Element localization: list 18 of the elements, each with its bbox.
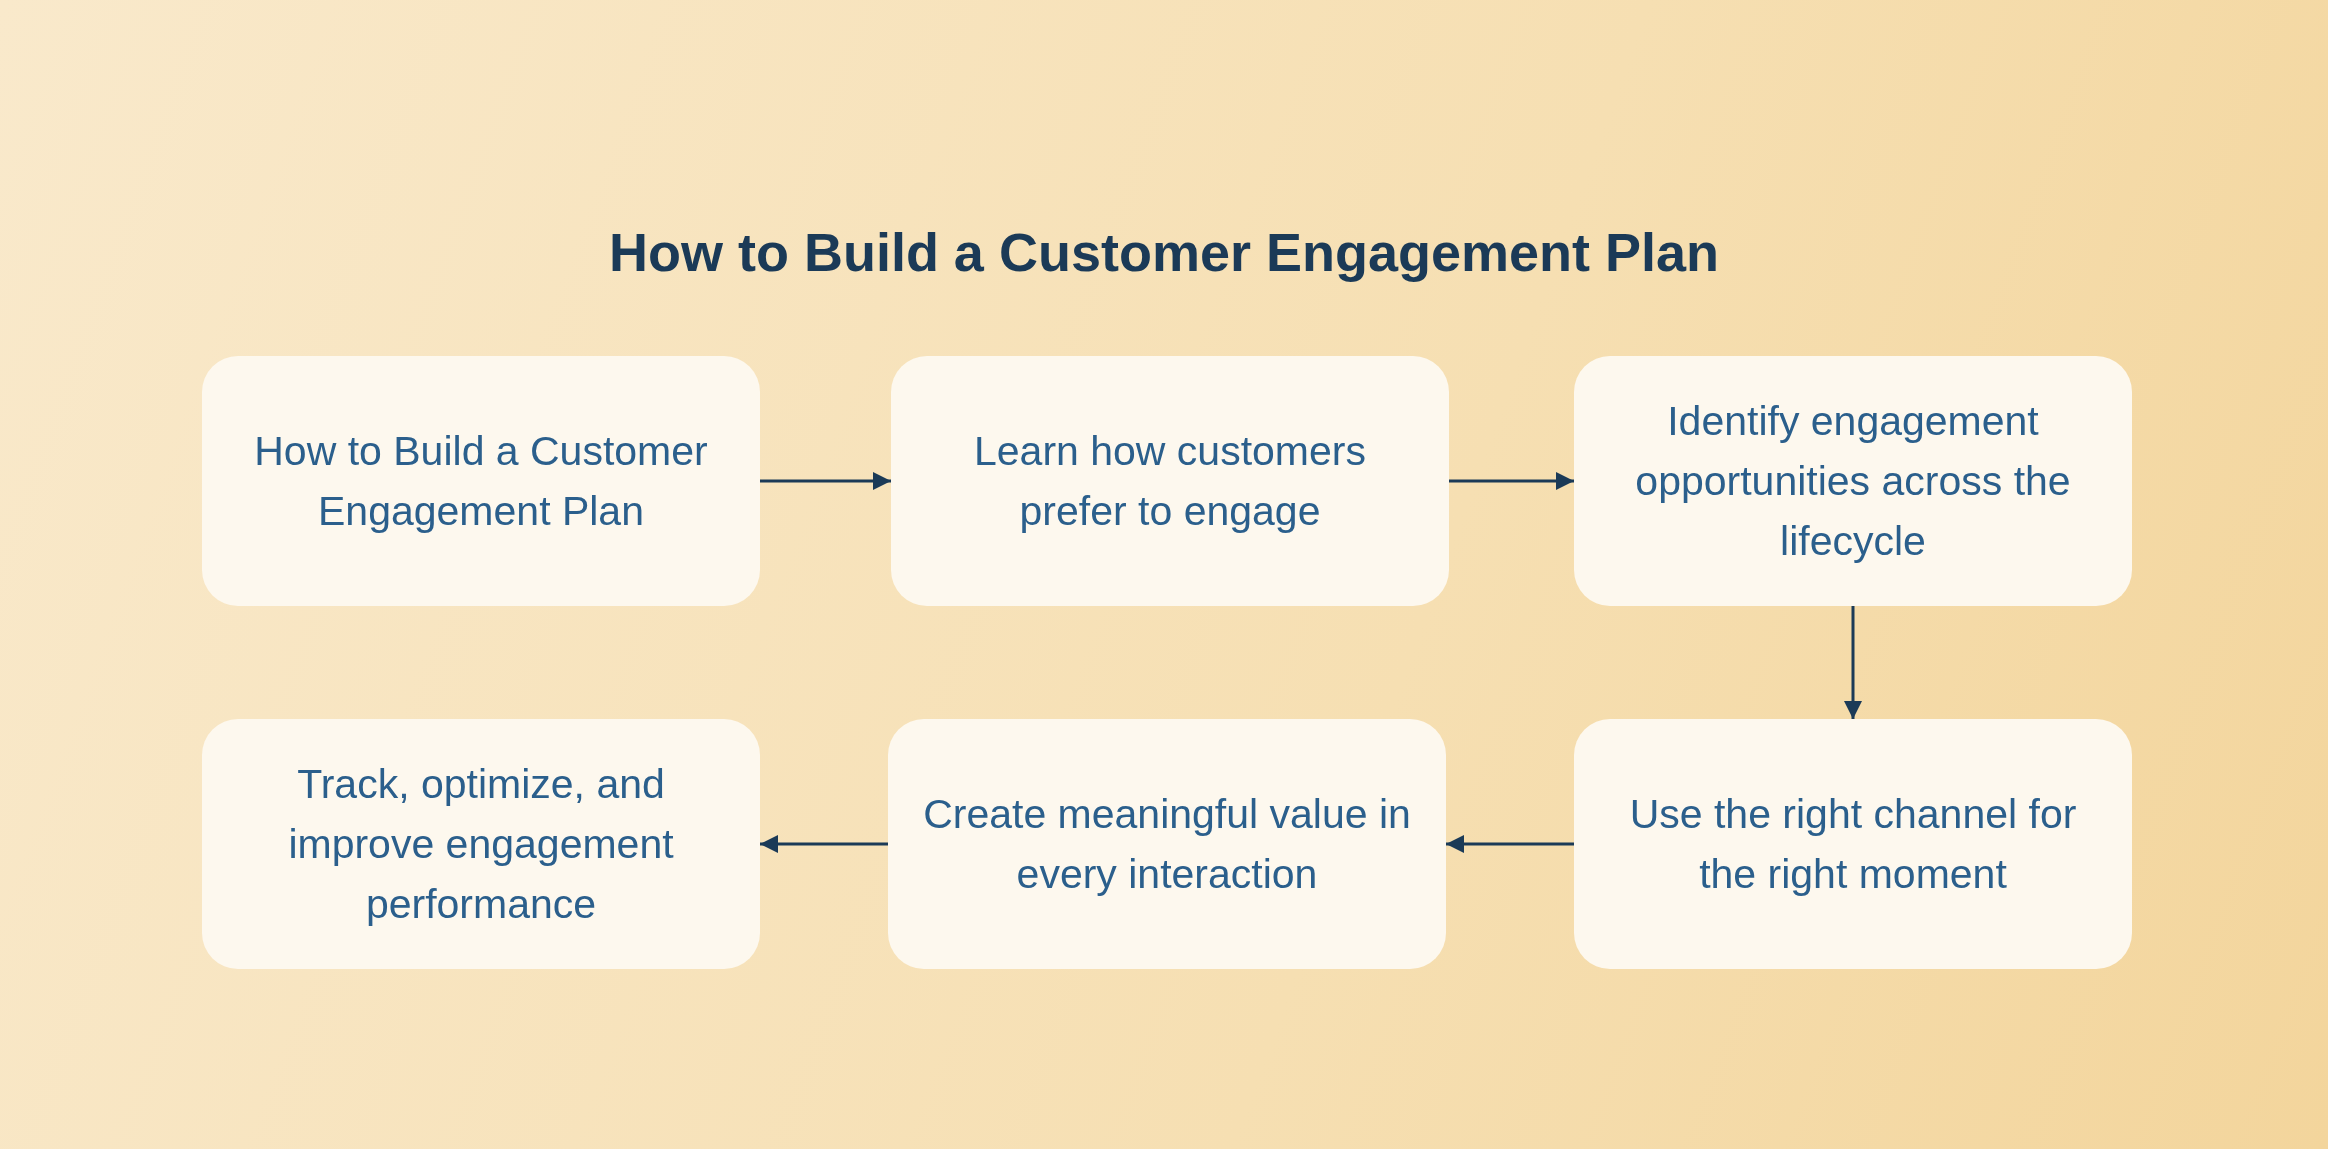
arrow	[760, 835, 888, 853]
arrow	[1449, 472, 1574, 490]
arrow	[1844, 606, 1862, 719]
step-text: Track, optimize, and improve engagement performance	[287, 760, 675, 929]
step-box	[202, 356, 760, 606]
step-box	[1574, 356, 2132, 606]
arrow	[1446, 835, 1574, 853]
arrow	[760, 472, 891, 490]
step-text: Use the right channel for the right moment	[1628, 790, 2078, 899]
step-text: How to Build a Customer Engagement Plan	[253, 427, 709, 536]
step-box	[888, 719, 1446, 969]
step-text: Learn how customers prefer to engage	[973, 427, 1367, 536]
step-box	[891, 356, 1449, 606]
step-text: Identify engagement opportunities across the lifecycle	[1634, 397, 2072, 566]
step-text: Create meaningful value in every interaction	[922, 790, 1412, 899]
step-box	[202, 719, 760, 969]
step-box	[1574, 719, 2132, 969]
title: How to Build a Customer Engagement Plan	[607, 221, 1721, 284]
